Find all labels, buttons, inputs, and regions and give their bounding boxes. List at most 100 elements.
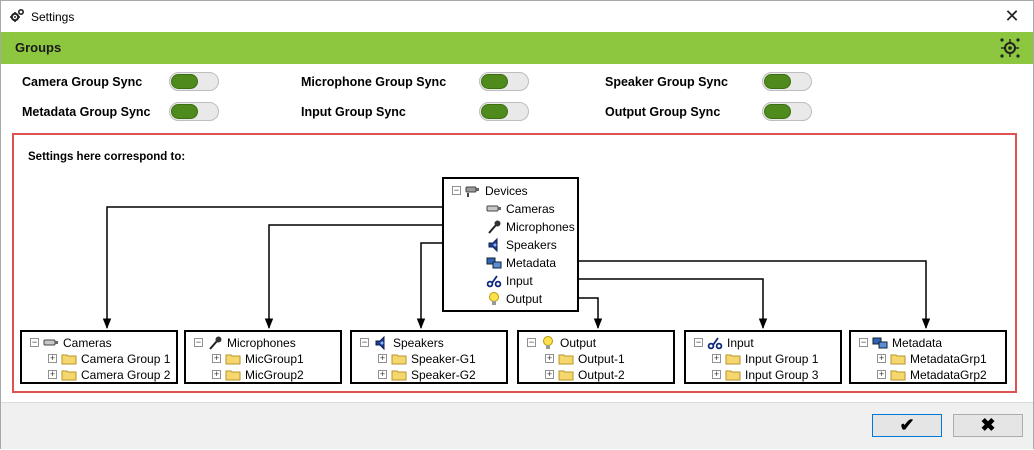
collapse-icon[interactable]: − (694, 337, 703, 347)
metadata-tree: −Metadata + MetadataGrp1 +MetadataGrp2 (849, 330, 1007, 384)
tree-item-microphones[interactable]: Microphones (486, 219, 575, 235)
tree-label: Cameras (506, 202, 555, 216)
toggle-knob (171, 104, 198, 119)
tree-item-speaker-g1[interactable]: + Speaker-G1 (378, 351, 476, 367)
camera-icon (43, 339, 58, 346)
output-tree: − Output +Output-1 + Output-2 (517, 330, 675, 384)
expand-icon[interactable]: + (48, 353, 57, 363)
output-group-sync-label: Output Group Sync (605, 105, 721, 119)
toggle-knob (764, 104, 791, 119)
microphone-group-sync-label: Microphone Group Sync (301, 75, 447, 89)
tree-root-microphones[interactable]: −Microphones (194, 335, 296, 351)
expand-icon[interactable]: + (545, 369, 554, 379)
tree-label: Input Group 3 (745, 368, 819, 382)
expand-icon[interactable]: + (378, 353, 387, 363)
collapse-icon[interactable]: − (194, 337, 203, 347)
collapse-icon[interactable]: − (30, 337, 39, 347)
tree-root-metadata[interactable]: −Metadata (859, 335, 942, 351)
expand-icon[interactable]: + (212, 369, 221, 379)
collapse-icon[interactable]: − (360, 337, 369, 347)
input-tree: −Input +Input Group 1 + Input Group 3 (684, 330, 842, 384)
expand-icon[interactable]: + (877, 369, 886, 379)
camera-group-sync-label: Camera Group Sync (22, 75, 143, 89)
folder-icon (558, 354, 574, 365)
tree-item-metadatagrp1[interactable]: + MetadataGrp1 (877, 351, 987, 367)
collapse-icon[interactable]: − (527, 337, 536, 347)
speaker-group-sync-label: Speaker Group Sync (605, 75, 728, 89)
input-group-sync-toggle[interactable] (479, 102, 529, 121)
folder-icon (61, 354, 77, 365)
metadata-icon (486, 257, 502, 269)
toggle-knob (481, 74, 508, 89)
metadata-group-sync-toggle[interactable] (169, 102, 219, 121)
gears-icon (10, 8, 25, 22)
collapse-icon[interactable]: − (859, 337, 868, 347)
tree-label: Speaker-G1 (411, 352, 476, 366)
tree-item-camera-group-1[interactable]: + Camera Group 1 (48, 351, 170, 367)
tree-label: Metadata (506, 256, 557, 270)
tree-root-speakers[interactable]: −Speakers (360, 335, 444, 351)
tree-label: Output (560, 336, 597, 350)
tree-label: Input (506, 274, 533, 288)
collapse-icon[interactable]: − (452, 185, 461, 195)
dialog-footer: ✔ ✖ (1, 402, 1033, 449)
expand-icon[interactable]: + (712, 353, 721, 363)
tree-label: Output-2 (578, 368, 625, 382)
tree-item-metadatagrp2[interactable]: +MetadataGrp2 (877, 367, 987, 383)
cancel-button[interactable]: ✖ (953, 414, 1023, 437)
tree-label: Cameras (63, 336, 112, 350)
folder-icon (391, 354, 407, 365)
tree-item-speakers[interactable]: Speakers (486, 237, 557, 253)
metadata-group-sync-label: Metadata Group Sync (22, 105, 151, 119)
folder-icon (725, 354, 741, 365)
expand-icon[interactable]: + (378, 369, 387, 379)
toggle-knob (171, 74, 198, 89)
speaker-group-sync-toggle[interactable] (762, 72, 812, 91)
close-button[interactable]: ✕ (1004, 6, 1020, 26)
tree-item-input[interactable]: Input (486, 273, 533, 289)
diagram-caption: Settings here correspond to: (28, 151, 186, 163)
tree-root-output[interactable]: − Output (527, 335, 596, 351)
tree-item-camera-group-2[interactable]: +Camera Group 2 (48, 367, 170, 383)
tree-label: Output (506, 292, 543, 306)
speaker-group-sync: Speaker Group Sync (605, 72, 815, 92)
tree-item-input-group-3[interactable]: + Input Group 3 (712, 367, 818, 383)
tree-item-micgroup1[interactable]: +MicGroup1 (212, 351, 304, 367)
output-group-sync: Output Group Sync (605, 102, 815, 122)
camera-group-sync: Camera Group Sync (22, 72, 222, 92)
tree-item-output-2[interactable]: + Output-2 (545, 367, 625, 383)
cameras-tree: − Cameras + Camera Group 1 +Camera Group 2 (20, 330, 178, 384)
tree-root-devices[interactable]: −Devices (452, 183, 528, 199)
tree-label: MetadataGrp1 (910, 352, 987, 366)
camera-group-sync-toggle[interactable] (169, 72, 219, 91)
tree-root-cameras[interactable]: − Cameras (30, 335, 112, 351)
tree-item-speaker-g2[interactable]: + Speaker-G2 (378, 367, 476, 383)
tree-label: Camera Group 1 (81, 352, 171, 366)
metadata-group-sync: Metadata Group Sync (22, 102, 222, 122)
input-icon (486, 275, 502, 288)
tree-item-output-1[interactable]: +Output-1 (545, 351, 625, 367)
output-group-sync-toggle[interactable] (762, 102, 812, 121)
expand-icon[interactable]: + (712, 369, 721, 379)
microphone-group-sync-toggle[interactable] (479, 72, 529, 91)
folder-icon (558, 370, 574, 381)
expand-icon[interactable]: + (545, 353, 554, 363)
tree-item-input-group-1[interactable]: +Input Group 1 (712, 351, 818, 367)
tree-item-output[interactable]: Output (486, 291, 542, 307)
tree-item-cameras[interactable]: Cameras (486, 201, 555, 217)
section-title: Groups (15, 40, 62, 55)
folder-icon (61, 370, 77, 381)
tree-root-input[interactable]: −Input (694, 335, 754, 351)
expand-icon[interactable]: + (48, 369, 57, 379)
tree-label: Speaker-G2 (411, 368, 476, 382)
title-bar: Settings ✕ (1, 1, 1033, 32)
expand-icon[interactable]: + (877, 353, 886, 363)
folder-icon (890, 370, 906, 381)
tree-item-micgroup2[interactable]: +MicGroup2 (212, 367, 304, 383)
toggle-knob (481, 104, 508, 119)
network-settings-icon[interactable] (999, 37, 1021, 59)
tree-item-metadata[interactable]: Metadata (486, 255, 556, 271)
expand-icon[interactable]: + (212, 353, 221, 363)
ok-button[interactable]: ✔ (872, 414, 942, 437)
